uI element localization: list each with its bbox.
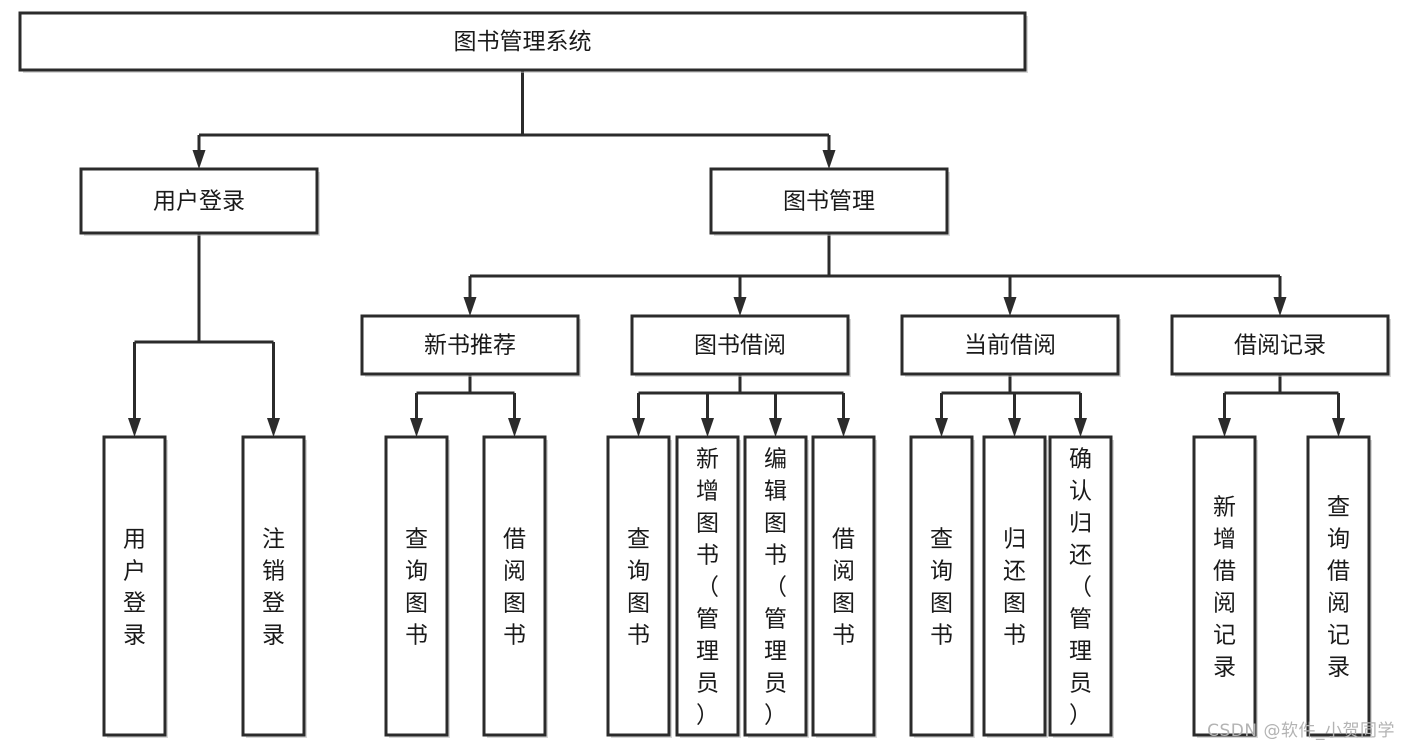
node-leaf-user-login[interactable]: 用户登录 [102, 435, 168, 738]
node-label: 查询借阅记录 [1327, 494, 1350, 680]
node-label: 图书管理 [783, 189, 875, 215]
node-new-book-rec[interactable]: 新书推荐 [360, 314, 581, 377]
node-leaf-add-book[interactable]: 新增图书（管理员） [675, 435, 741, 738]
node-box[interactable] [900, 314, 1120, 376]
node-box[interactable] [630, 314, 850, 376]
node-box[interactable] [102, 435, 167, 737]
node-box[interactable] [675, 435, 740, 737]
node-label: 归还图书 [1003, 526, 1026, 648]
node-label: 借阅图书 [503, 526, 526, 648]
node-leaf-return-book[interactable]: 归还图书 [982, 435, 1048, 738]
edges-layer [128, 70, 1345, 437]
node-leaf-borrow-book-2[interactable]: 借阅图书 [811, 435, 877, 738]
node-box[interactable] [909, 435, 974, 737]
node-box[interactable] [743, 435, 808, 737]
watermark-label: CSDN @软件_小贺同学 [1207, 721, 1395, 741]
node-label: 查询图书 [405, 526, 428, 648]
nodes-layer: 图书管理系统用户登录图书管理新书推荐图书借阅当前借阅借阅记录用户登录注销登录查询… [18, 11, 1391, 738]
node-book-manage[interactable]: 图书管理 [709, 167, 950, 236]
node-borrow-record[interactable]: 借阅记录 [1170, 314, 1391, 377]
node-label: 用户登录 [123, 526, 146, 648]
node-leaf-query-book-2[interactable]: 查询图书 [606, 435, 672, 738]
node-label: 用户登录 [153, 189, 245, 215]
node-label: 新增图书（管理员） [696, 446, 719, 728]
node-label: 注销登录 [262, 526, 285, 648]
node-leaf-add-record[interactable]: 新增借阅记录 [1192, 435, 1258, 738]
node-user-login[interactable]: 用户登录 [79, 167, 320, 236]
node-leaf-confirm-return[interactable]: 确认归还（管理员） [1048, 435, 1114, 738]
node-label: 查询图书 [627, 526, 650, 648]
node-box[interactable] [1306, 435, 1371, 737]
node-leaf-query-record[interactable]: 查询借阅记录 [1306, 435, 1372, 738]
node-label: 编辑图书（管理员） [764, 446, 787, 728]
node-label: 查询图书 [930, 526, 953, 648]
node-box[interactable] [241, 435, 306, 737]
node-book-borrow[interactable]: 图书借阅 [630, 314, 851, 377]
node-box[interactable] [709, 167, 949, 235]
node-label: 借阅记录 [1234, 333, 1326, 359]
node-label: 借阅图书 [832, 526, 855, 648]
node-leaf-user-logout[interactable]: 注销登录 [241, 435, 307, 738]
node-box[interactable] [1192, 435, 1257, 737]
node-label: 图书借阅 [694, 333, 786, 359]
node-label: 新书推荐 [424, 333, 516, 359]
node-box[interactable] [384, 435, 449, 737]
node-box[interactable] [811, 435, 876, 737]
node-label: 确认归还（管理员） [1069, 446, 1092, 728]
node-label: 图书管理系统 [454, 29, 592, 55]
node-box[interactable] [606, 435, 671, 737]
node-leaf-query-book-3[interactable]: 查询图书 [909, 435, 975, 738]
node-current-borrow[interactable]: 当前借阅 [900, 314, 1121, 377]
node-box[interactable] [482, 435, 547, 737]
node-box[interactable] [982, 435, 1047, 737]
node-leaf-edit-book[interactable]: 编辑图书（管理员） [743, 435, 809, 738]
node-leaf-query-book-1[interactable]: 查询图书 [384, 435, 450, 738]
node-leaf-borrow-book-1[interactable]: 借阅图书 [482, 435, 548, 738]
node-box[interactable] [1170, 314, 1390, 376]
node-box[interactable] [360, 314, 580, 376]
node-box[interactable] [1048, 435, 1113, 737]
node-label: 新增借阅记录 [1213, 494, 1236, 680]
node-label: 当前借阅 [964, 333, 1056, 359]
node-box[interactable] [79, 167, 319, 235]
node-root[interactable]: 图书管理系统 [18, 11, 1028, 73]
node-box[interactable] [18, 11, 1027, 72]
